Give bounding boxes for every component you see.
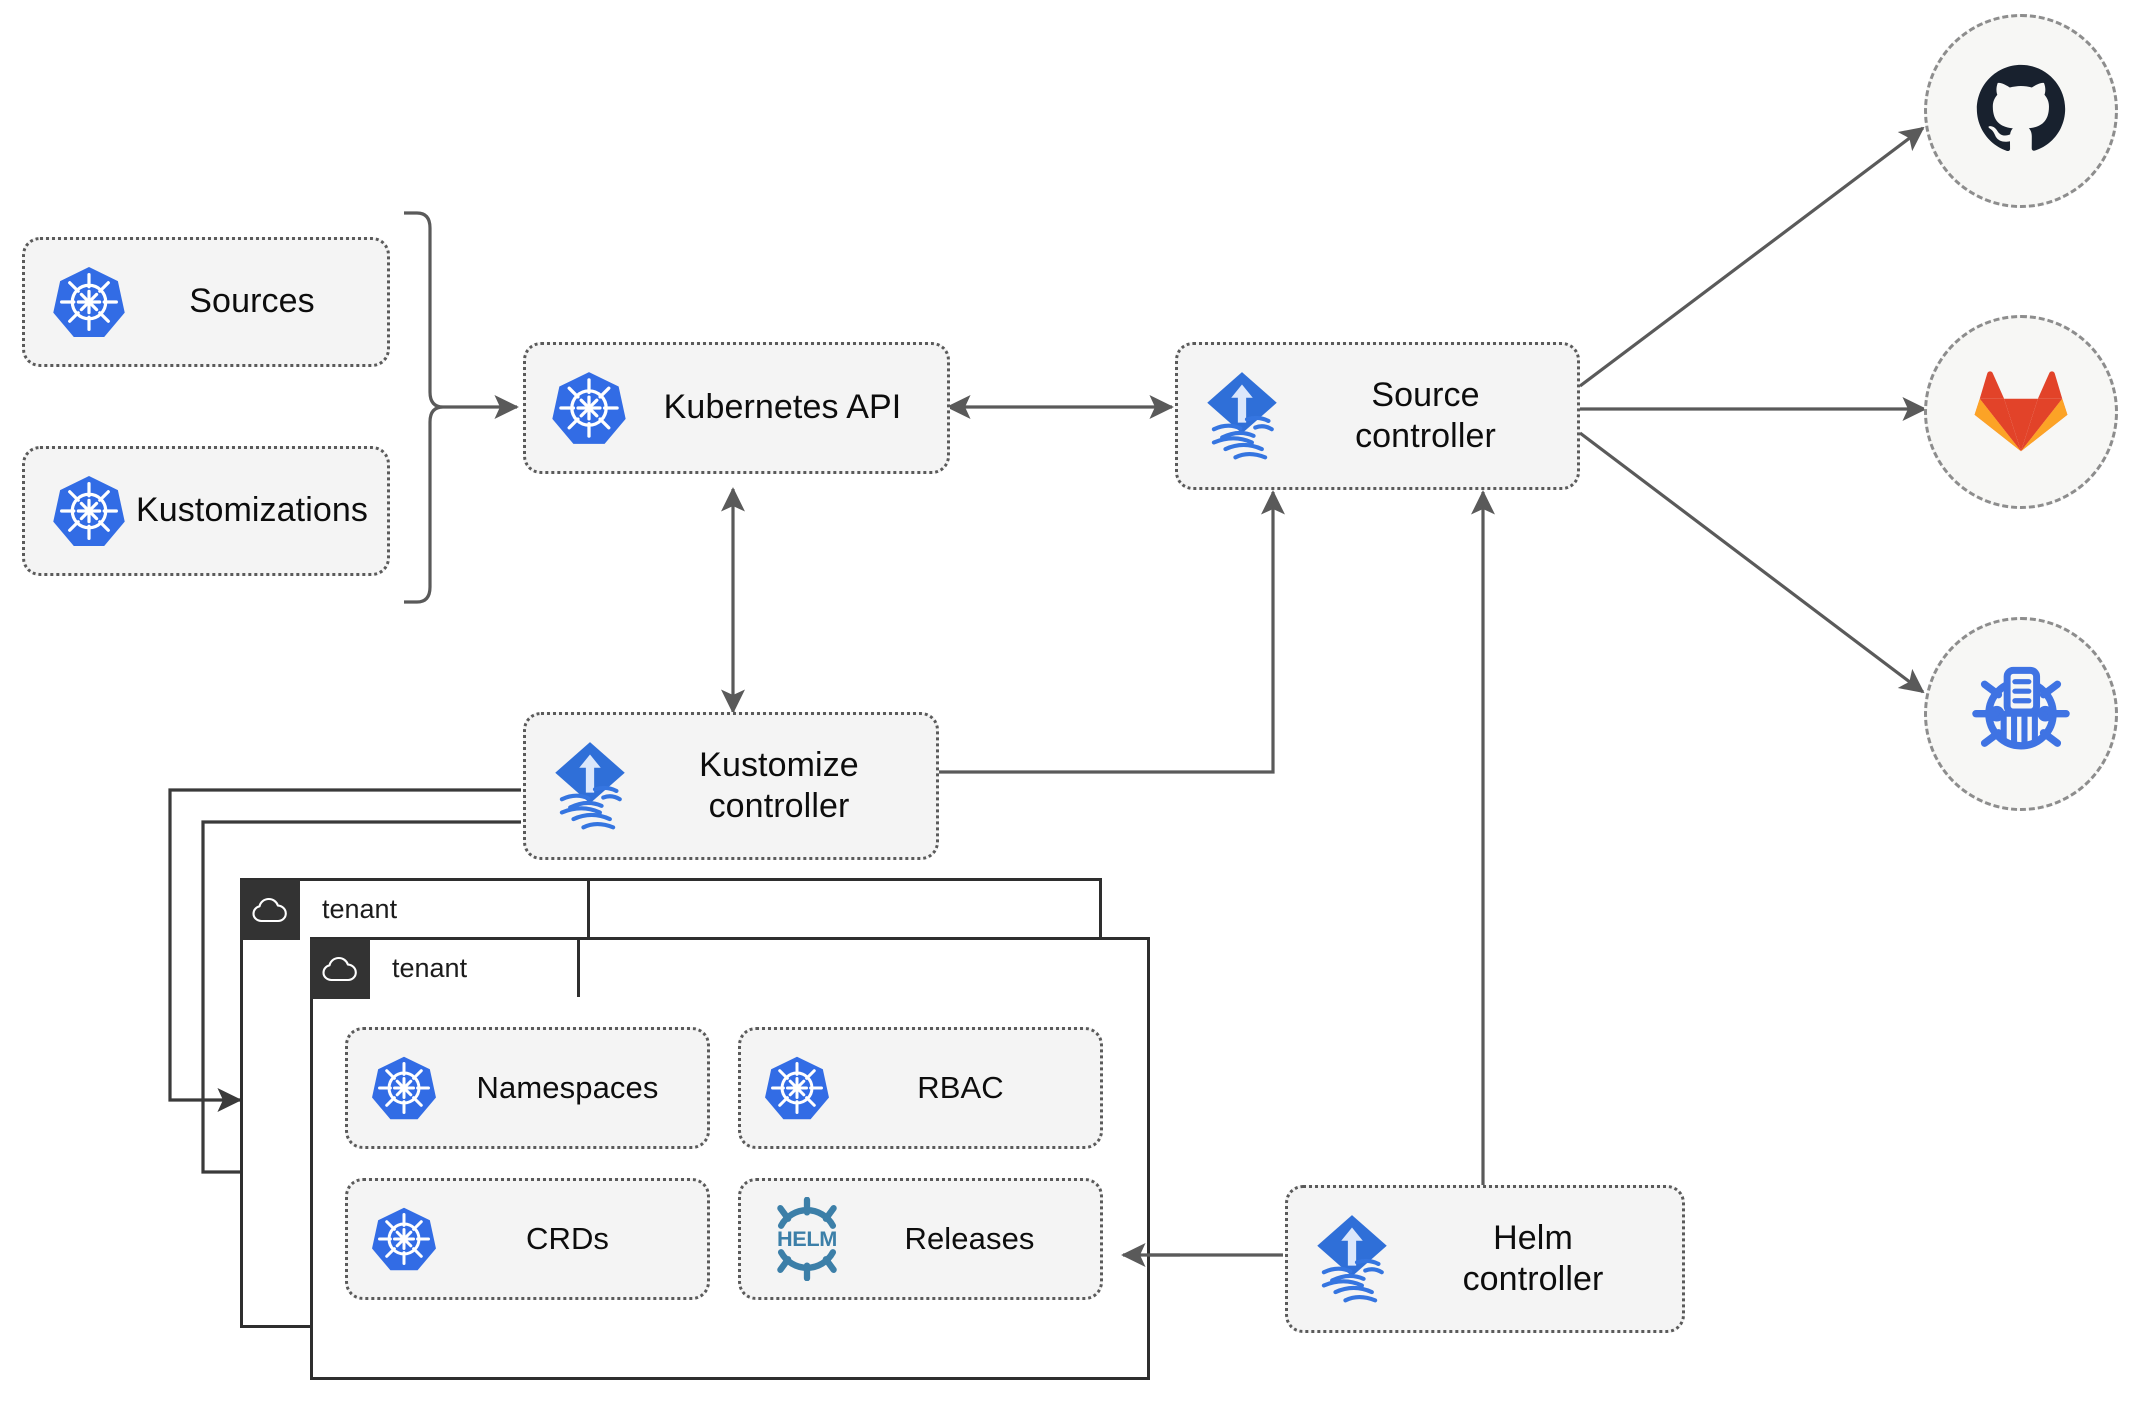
edge-source-helmrepo xyxy=(1579,431,1925,694)
tenant-front-header: tenant xyxy=(310,937,580,999)
external-helm-repository[interactable] xyxy=(1924,617,2118,811)
helm-repository-icon xyxy=(1969,660,2073,769)
kubernetes-icon xyxy=(51,473,127,549)
edge-kustomize-to-source xyxy=(939,490,1285,774)
edge-kustomize-to-tenant-back xyxy=(168,788,521,1112)
flux-icon xyxy=(1200,368,1284,464)
node-namespaces[interactable]: Namespaces xyxy=(345,1027,710,1149)
tenant-back-header: tenant xyxy=(240,878,590,940)
tenant-container-front[interactable]: tenant xyxy=(310,937,1150,1380)
tenant-back-label: tenant xyxy=(322,894,398,924)
source-controller-label: Source controller xyxy=(1355,375,1496,455)
node-kustomizations[interactable]: Kustomizations xyxy=(22,446,390,576)
sources-label: Sources xyxy=(189,282,315,321)
node-crds[interactable]: CRDs xyxy=(345,1178,710,1300)
gitlab-icon xyxy=(1974,365,2068,460)
node-sources[interactable]: Sources xyxy=(22,237,390,367)
kubernetes-api-label: Kubernetes API xyxy=(663,388,902,427)
node-kubernetes-api[interactable]: Kubernetes API xyxy=(523,342,950,474)
releases-label: Releases xyxy=(904,1221,1035,1257)
external-gitlab[interactable] xyxy=(1924,315,2118,509)
kubernetes-icon xyxy=(763,1054,831,1122)
cloud-icon xyxy=(240,879,300,940)
namespaces-label: Namespaces xyxy=(476,1070,659,1106)
kubernetes-icon xyxy=(550,369,628,447)
edge-source-github xyxy=(1579,126,1925,388)
node-releases[interactable]: HELM Releases xyxy=(738,1178,1103,1300)
node-helm-controller[interactable]: Helm controller xyxy=(1285,1185,1685,1333)
helm-controller-label: Helm controller xyxy=(1462,1218,1604,1298)
external-github[interactable] xyxy=(1924,14,2118,208)
helm-icon: HELM xyxy=(765,1197,849,1281)
tenant-front-label: tenant xyxy=(392,953,468,983)
kustomizations-label: Kustomizations xyxy=(136,491,368,530)
kubernetes-icon xyxy=(370,1054,438,1122)
cloud-icon xyxy=(310,938,370,999)
kubernetes-icon xyxy=(51,264,127,340)
crds-label: CRDs xyxy=(525,1221,610,1257)
node-kustomize-controller[interactable]: Kustomize controller xyxy=(523,712,939,860)
group-brace xyxy=(404,211,444,604)
node-source-controller[interactable]: Source controller xyxy=(1175,342,1580,490)
rbac-label: RBAC xyxy=(917,1070,1004,1106)
kustomize-controller-label: Kustomize controller xyxy=(699,745,859,825)
kubernetes-icon xyxy=(370,1205,438,1273)
node-rbac[interactable]: RBAC xyxy=(738,1027,1103,1149)
flux-icon xyxy=(548,738,632,834)
svg-text:HELM: HELM xyxy=(777,1226,837,1251)
flux-icon xyxy=(1310,1211,1394,1307)
github-icon xyxy=(1973,61,2069,162)
